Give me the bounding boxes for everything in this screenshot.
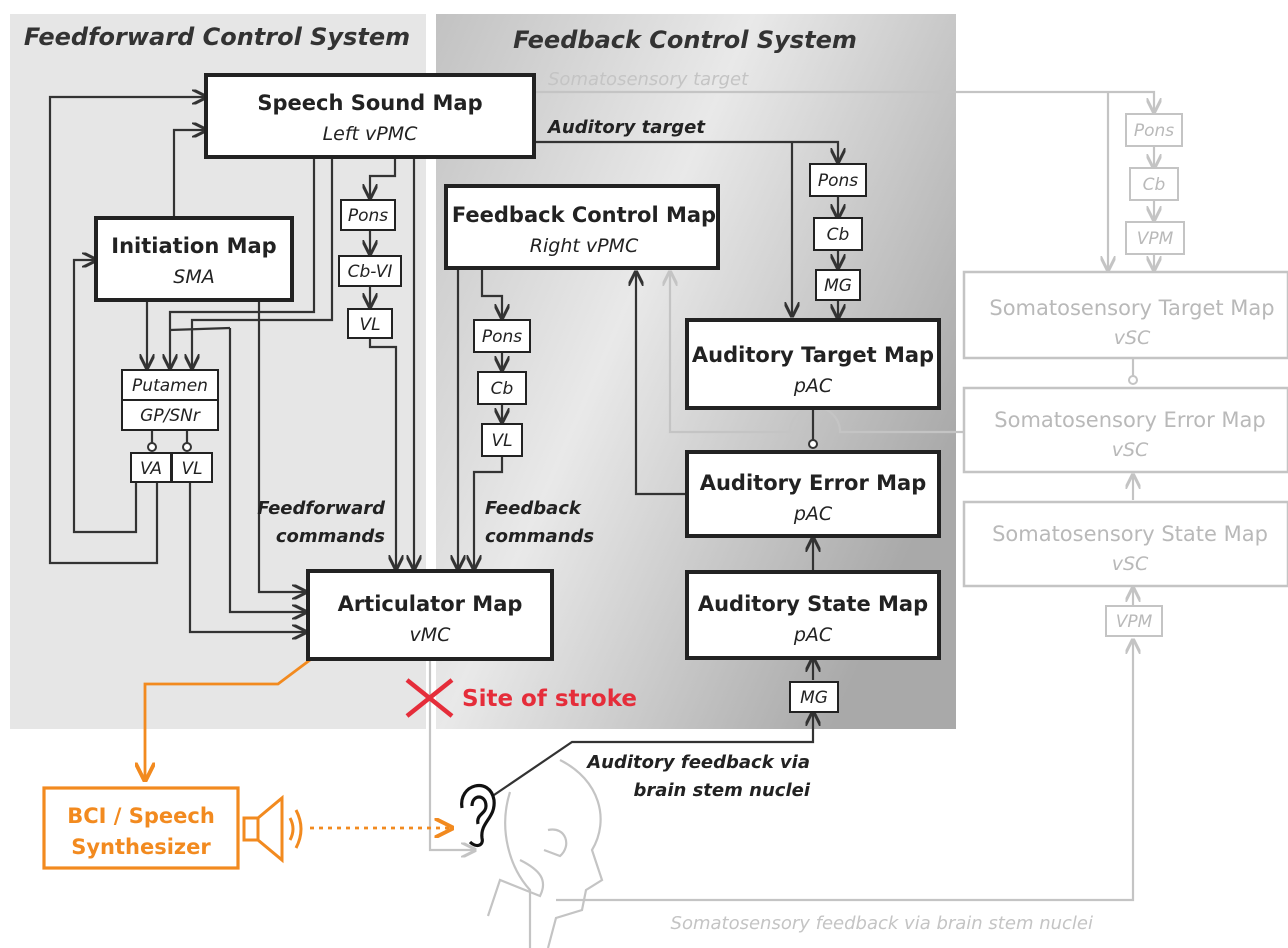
feedforward-commands-label-1: Feedforward <box>257 498 386 519</box>
feedback-commands-label-2: commands <box>485 526 594 547</box>
auditory-target-map-box <box>685 318 941 410</box>
feedback-control-map-sub: Right vPMC <box>530 235 639 257</box>
bci-synthesizer-box <box>42 786 240 870</box>
nucleus-vl-bg: VL <box>181 459 202 479</box>
nucleus-cb-fb: Cb <box>491 379 514 399</box>
ear-icon <box>460 783 496 848</box>
auditory-feedback-label-1: Auditory feedback via <box>585 752 810 773</box>
nucleus-pons-fb: Pons <box>482 327 522 347</box>
nucleus-vl-ff: VL <box>359 315 380 335</box>
site-of-stroke-label: Site of stroke <box>462 686 637 712</box>
articulator-map-sub: vMC <box>410 624 452 646</box>
speech-sound-map-box <box>204 73 536 159</box>
auditory-state-map-box <box>685 570 941 660</box>
initiation-map-box <box>94 216 294 302</box>
feedback-control-map-name: Feedback Control Map <box>452 203 716 227</box>
som-state-map-sub: vSC <box>1112 553 1149 575</box>
speech-sound-map-sub: Left vPMC <box>323 123 419 145</box>
auditory-target-map-name: Auditory Target Map <box>692 343 934 367</box>
auditory-error-map-sub: pAC <box>793 503 833 525</box>
nucleus-cb-som: Cb <box>1143 175 1166 195</box>
nucleus-putamen: Putamen <box>132 376 208 396</box>
stroke-x-icon <box>405 678 454 718</box>
auditory-target-map-sub: pAC <box>793 375 833 397</box>
head-profile <box>486 759 604 948</box>
som-error-map-sub: vSC <box>1112 439 1149 461</box>
auditory-error-map-box <box>685 450 941 538</box>
nucleus-vl-fb: VL <box>491 431 512 451</box>
som-error-dot <box>1128 375 1138 385</box>
nucleus-cb-aud: Cb <box>827 225 850 245</box>
nuclei-boxes <box>121 163 867 713</box>
initiation-map-name: Initiation Map <box>111 234 276 258</box>
inhibitory-dots <box>147 442 192 452</box>
nucleus-pons-som: Pons <box>1134 121 1174 141</box>
feedforward-commands-label-2: commands <box>276 526 385 547</box>
somatosensory-feedback-label: Somatosensory feedback via brain stem nu… <box>671 913 1093 934</box>
som-error-map-name: Somatosensory Error Map <box>994 408 1265 432</box>
bci-label-2: Synthesizer <box>71 835 211 859</box>
nucleus-gpsnr: GP/SNr <box>140 406 201 426</box>
somatosensory-target-label: Somatosensory target <box>548 69 749 90</box>
feedback-title: Feedback Control System <box>513 26 857 54</box>
articulator-map-box <box>306 569 554 661</box>
auditory-target-label: Auditory target <box>546 117 706 138</box>
somatosensory-nuclei <box>1105 113 1185 637</box>
som-target-map-name: Somatosensory Target Map <box>989 296 1274 320</box>
nucleus-pons-aud: Pons <box>818 171 858 191</box>
aud-error-dot <box>808 439 818 449</box>
nucleus-vpm-som: VPM <box>1137 229 1174 249</box>
initiation-map-sub: SMA <box>173 266 214 288</box>
feedforward-title: Feedforward Control System <box>24 23 410 51</box>
nucleus-cbvi-ff: Cb-VI <box>348 262 393 282</box>
somatosensory-boxes <box>962 270 1288 588</box>
speech-sound-map-name: Speech Sound Map <box>257 91 482 115</box>
nucleus-mg-state: MG <box>800 688 828 708</box>
nucleus-pons-ff: Pons <box>348 206 388 226</box>
speaker-icon <box>242 794 303 864</box>
som-target-map-sub: vSC <box>1114 327 1151 349</box>
nucleus-mg-aud: MG <box>824 276 852 296</box>
feedback-connections <box>458 140 838 796</box>
articulator-map-name: Articulator Map <box>338 592 523 616</box>
auditory-state-map-sub: pAC <box>793 624 833 646</box>
bci-label-1: BCI / Speech <box>67 804 215 828</box>
auditory-error-map-name: Auditory Error Map <box>700 471 927 495</box>
som-state-map-name: Somatosensory State Map <box>992 522 1268 546</box>
main-boxes <box>94 73 941 661</box>
feedback-commands-label-1: Feedback <box>485 498 582 519</box>
nucleus-vpm-state: VPM <box>1116 612 1153 632</box>
feedback-control-map-box <box>444 184 720 270</box>
nucleus-va: VA <box>140 459 162 479</box>
feedforward-connections <box>48 97 414 632</box>
auditory-feedback-label-2: brain stem nuclei <box>633 780 810 801</box>
auditory-state-map-name: Auditory State Map <box>698 592 928 616</box>
